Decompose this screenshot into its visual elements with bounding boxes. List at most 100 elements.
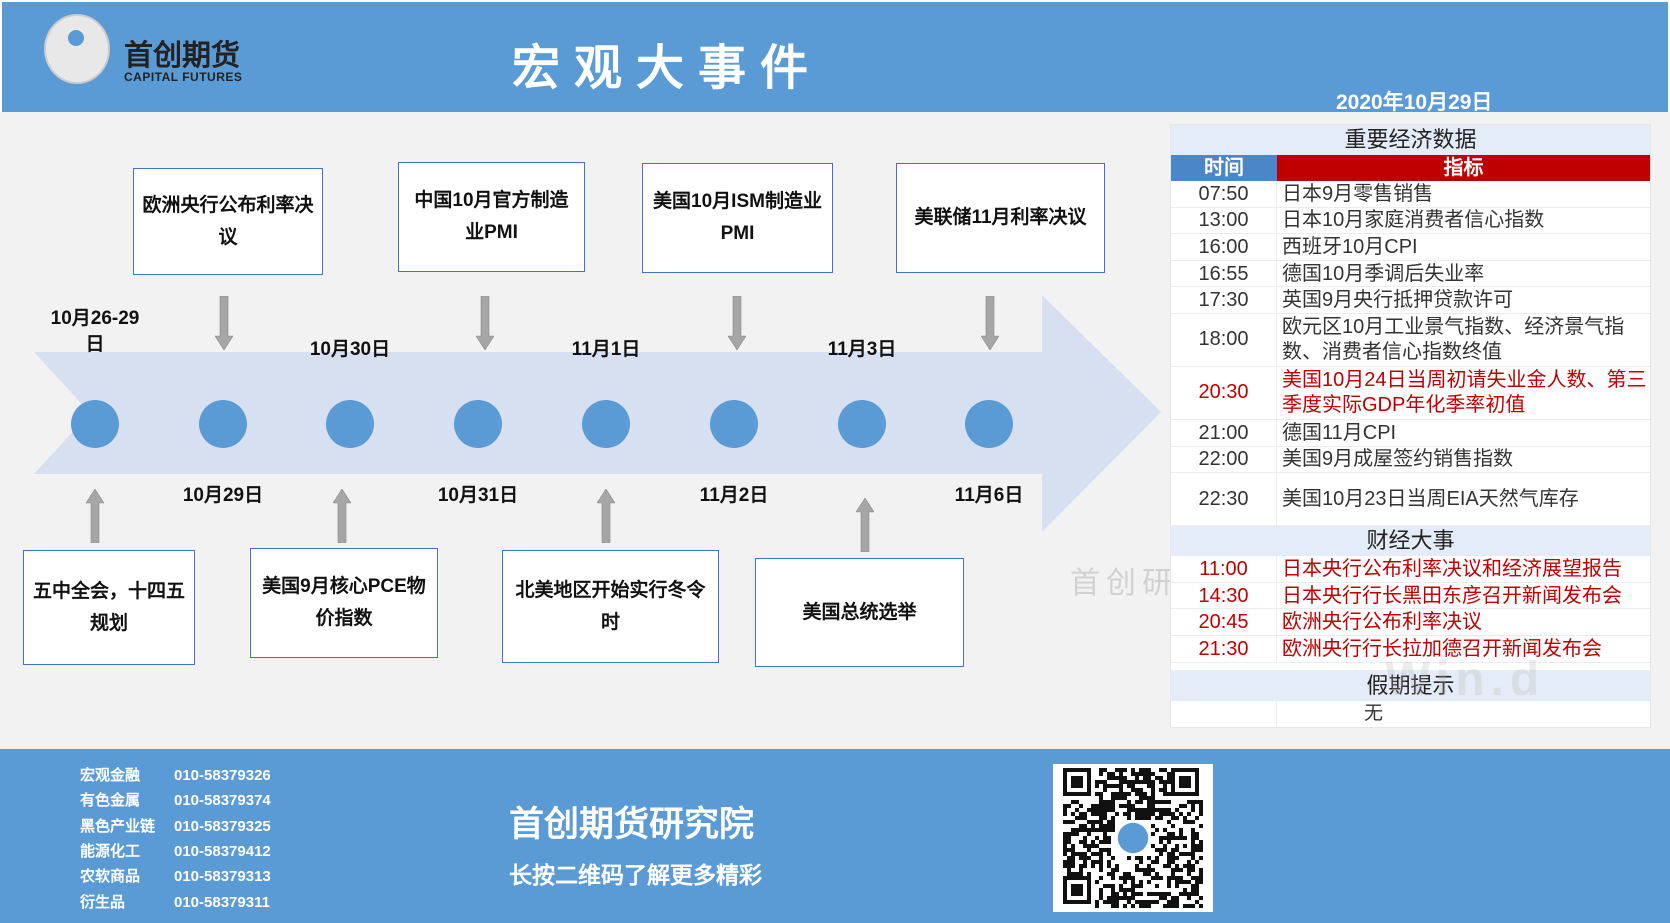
timeline-node (199, 400, 247, 448)
row-indicator: 日本央行行长黑田东彦召开新闻发布会 (1282, 584, 1622, 607)
timeline-date-top: 11月3日 (827, 339, 897, 360)
row-indicator: 德国11月CPI (1282, 421, 1397, 444)
row-indicator: 美国10月24日当周初请失业金人数、第三季度实际GDP年化季率初值 (1282, 368, 1647, 416)
footer-subtitle: 长按二维码了解更多精彩 (509, 862, 762, 888)
arrow-up-icon (86, 489, 104, 543)
timeline-node (582, 400, 630, 448)
row-time: 13:00 (1171, 207, 1277, 234)
holiday-title: 假期提示 (1171, 670, 1650, 701)
row-time: 17:30 (1171, 287, 1277, 313)
footer (0, 749, 1670, 923)
holiday-value: 无 (1363, 702, 1383, 724)
row-time: 20:45 (1171, 609, 1277, 635)
logo-icon (44, 14, 110, 84)
row-indicator: 日本10月家庭消费者信心指数 (1282, 209, 1545, 232)
contact-label: 宏观金融 (80, 767, 141, 784)
arrow-up-icon (856, 498, 874, 552)
institute-name: 首创期货研究院 (509, 805, 755, 844)
timeline-node (965, 400, 1013, 448)
timeline-node (838, 400, 886, 448)
event-box-bottom: 美国总统选举 (755, 558, 964, 667)
contact-line: 宏观金融 010-58379326 (80, 764, 271, 785)
row-time: 21:30 (1171, 635, 1277, 662)
contact-line: 能源化工 010-58379412 (80, 840, 271, 861)
event-box-bottom: 美国9月核心PCE物价指数 (250, 548, 438, 658)
table-title: 重要经济数据 (1171, 125, 1650, 155)
timeline-node (326, 400, 374, 448)
row-time: 20:30 (1171, 366, 1277, 419)
row-time: 11:00 (1171, 556, 1277, 582)
row-time: 21:00 (1171, 419, 1277, 446)
row-indicator: 日本9月零售销售 (1282, 182, 1434, 205)
contact-phone: 010-58379311 (174, 893, 270, 911)
arrow-down-icon (476, 296, 494, 350)
col-indicator: 指标 (1277, 155, 1650, 181)
contact-phone: 010-58379326 (174, 767, 271, 784)
timeline-node (710, 400, 758, 448)
timeline-date-top: 10月26-29日 (50, 308, 140, 355)
event-box-top: 中国10月官方制造业PMI (398, 162, 585, 272)
timeline-date-bottom: 10月29日 (182, 485, 264, 506)
row-indicator: 欧元区10月工业景气指数、经济景气指数、消费者信心指数终值 (1282, 315, 1625, 363)
contact-phone: 010-58379374 (174, 792, 271, 810)
row-indicator: 英国9月央行抵押贷款许可 (1282, 289, 1514, 312)
event-box-bottom: 北美地区开始实行冬令时 (502, 550, 719, 663)
row-time: 22:00 (1171, 446, 1277, 473)
timeline-date-bottom: 11月6日 (954, 485, 1024, 506)
row-indicator: 德国10月季调后失业率 (1282, 262, 1485, 285)
page-title: 宏观大事件 (512, 42, 823, 95)
arrow-up-icon (597, 489, 615, 543)
contact-line: 有色金属 010-58379374 (80, 789, 271, 810)
row-indicator: 日本央行公布利率决议和经济展望报告 (1282, 557, 1622, 580)
logo-text: 首创期货 (124, 40, 241, 72)
contact-label: 农软商品 (80, 868, 141, 886)
contact-label: 黑色产业链 (80, 817, 156, 835)
row-indicator: 欧洲央行公布利率决议 (1282, 611, 1482, 634)
contact-phone: 010-58379412 (174, 842, 271, 860)
contact-phone: 010-58379325 (174, 817, 271, 835)
logo-subtext: CAPITAL FUTURES (124, 70, 243, 84)
contact-phone: 010-58379313 (174, 868, 271, 886)
row-time: 16:00 (1171, 234, 1277, 260)
event-box-bottom: 五中全会，十四五规划 (23, 550, 195, 665)
qr-logo-icon (1117, 822, 1149, 854)
row-time: 22:30 (1171, 473, 1277, 526)
timeline-date-top: 10月30日 (309, 339, 391, 360)
contact-line: 黑色产业链 010-58379325 (80, 815, 271, 836)
row-indicator: 美国10月23日当周EIA天然气库存 (1282, 487, 1579, 510)
contact-label: 有色金属 (80, 792, 141, 810)
row-indicator: 美国9月成屋签约销售指数 (1282, 448, 1514, 471)
timeline-date-top: 11月1日 (571, 339, 641, 360)
header-bar (0, 0, 1670, 112)
row-indicator: 西班牙10月CPI (1282, 235, 1418, 258)
event-box-top: 欧洲央行公布利率决议 (133, 168, 323, 275)
arrow-down-icon (981, 296, 999, 350)
arrow-down-icon (728, 296, 746, 350)
event-box-top: 美联储11月利率决议 (896, 163, 1105, 273)
watermark-text: 首创研 (1070, 567, 1178, 600)
row-time: 07:50 (1171, 181, 1277, 207)
timeline-date-bottom: 10月31日 (437, 485, 519, 506)
col-time: 时间 (1171, 155, 1277, 181)
qr-code[interactable] (1053, 764, 1213, 912)
table-header: 时间 指标 (1171, 155, 1650, 181)
row-time: 16:55 (1171, 260, 1277, 287)
row-time: 18:00 (1171, 313, 1277, 366)
contact-label: 能源化工 (80, 842, 141, 860)
timeline-node (454, 400, 502, 448)
report-date: 2020年10月29日 (1336, 91, 1493, 114)
